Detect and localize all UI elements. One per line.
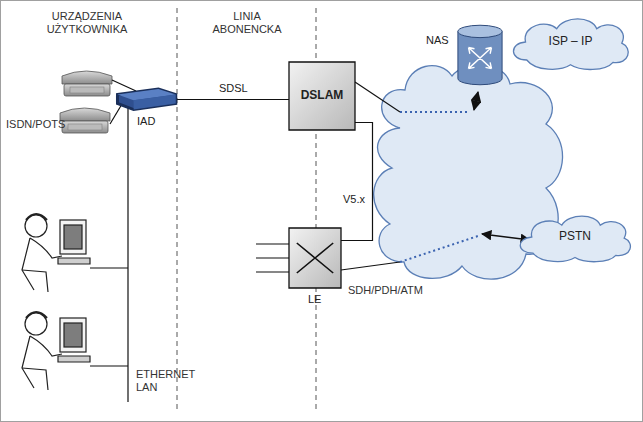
phone-wire: [112, 80, 136, 91]
edge-label: SDSL: [218, 82, 249, 94]
subscriber-line: [256, 243, 289, 244]
subscriber-line: [256, 257, 289, 258]
network-cloud: PSTN: [515, 210, 635, 264]
ethernet-drop: [90, 267, 128, 268]
cyl-outline: [457, 24, 503, 86]
connector-line: [341, 123, 373, 241]
zone-divider: [177, 8, 178, 412]
zone-label: ISDN/POTS: [6, 118, 86, 131]
zone-label: URZĄDZENIA UŻYTKOWNIKA: [25, 10, 149, 36]
ethernet-bus: [127, 108, 128, 402]
access-device: IAD: [115, 88, 177, 110]
network-cloud: ISP – IP: [508, 12, 633, 72]
ethernet-drop: [90, 365, 128, 366]
node-label: DSLAM: [301, 89, 344, 103]
phone-wire: [110, 104, 122, 124]
server-cylinder: NAS: [457, 24, 503, 86]
node-label: PSTN: [559, 230, 591, 244]
node-label: IAD: [137, 115, 155, 128]
connector-line: [177, 99, 289, 100]
exchange-box: LE: [289, 228, 341, 288]
computer-user: [22, 214, 90, 292]
subscriber-line: [256, 271, 289, 272]
zone-label: SDH/PDH/ATM: [346, 284, 425, 297]
telephone-icon: [60, 108, 110, 133]
node-label: ISP – IP: [549, 35, 593, 49]
zone-label: LINIA ABONENCKA: [207, 10, 287, 36]
double-arrow: [474, 92, 478, 110]
dslam-box: DSLAM: [289, 62, 355, 130]
le-outline: [289, 228, 341, 288]
trunk-line: [341, 262, 400, 270]
zone-label: ETHERNET LAN: [136, 368, 200, 394]
node-label: NAS: [426, 34, 449, 47]
trunk-line: [355, 82, 400, 112]
virtual-path: [400, 236, 478, 262]
edge-label: V5.x: [342, 193, 366, 205]
double-arrow: [482, 234, 530, 240]
node-label: LE: [308, 293, 321, 306]
telephone-icon: [62, 71, 112, 96]
iad-outline: [115, 88, 177, 110]
virtual-path: [400, 111, 470, 113]
computer-user: [22, 312, 90, 390]
